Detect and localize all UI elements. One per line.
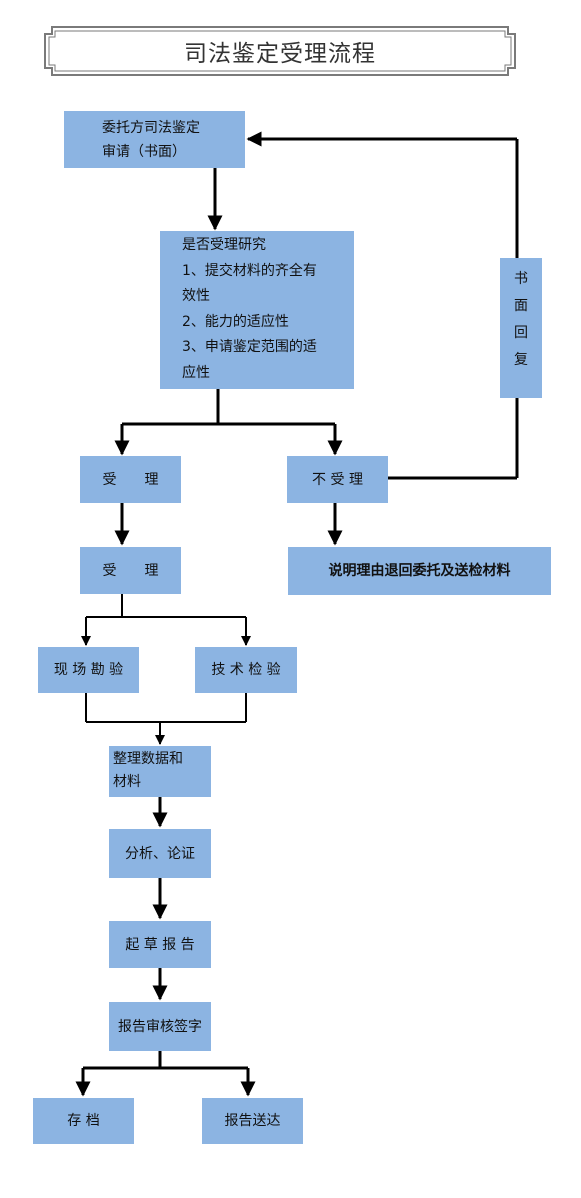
node-accept-2: 受 理: [80, 547, 181, 594]
node-organize-data: 整理数据和 材料: [109, 746, 211, 797]
node-written-reply: 书 面 回 复: [500, 258, 542, 398]
node-accept-1: 受 理: [80, 456, 181, 503]
node-return-materials: 说明理由退回委托及送检材料: [288, 547, 551, 595]
node-delivery: 报告送达: [202, 1098, 303, 1144]
node-tech-inspection: 技 术 检 验: [195, 647, 297, 693]
node-draft: 起 草 报 告: [109, 921, 211, 968]
title-frame: [44, 26, 516, 76]
page-title: 司法鉴定受理流程: [184, 41, 376, 67]
node-site-survey: 现 场 勘 验: [38, 647, 139, 693]
node-application: 委托方司法鉴定 审请（书面）: [64, 111, 245, 168]
node-report-review: 报告审核签字: [109, 1002, 211, 1051]
node-review: 是否受理研究 1、提交材料的齐全有 效性 2、能力的适应性 3、申请鉴定范围的适…: [160, 231, 354, 389]
node-reject: 不 受 理: [287, 456, 388, 503]
node-archive: 存 档: [33, 1098, 134, 1144]
node-analysis: 分析、论证: [109, 829, 211, 878]
